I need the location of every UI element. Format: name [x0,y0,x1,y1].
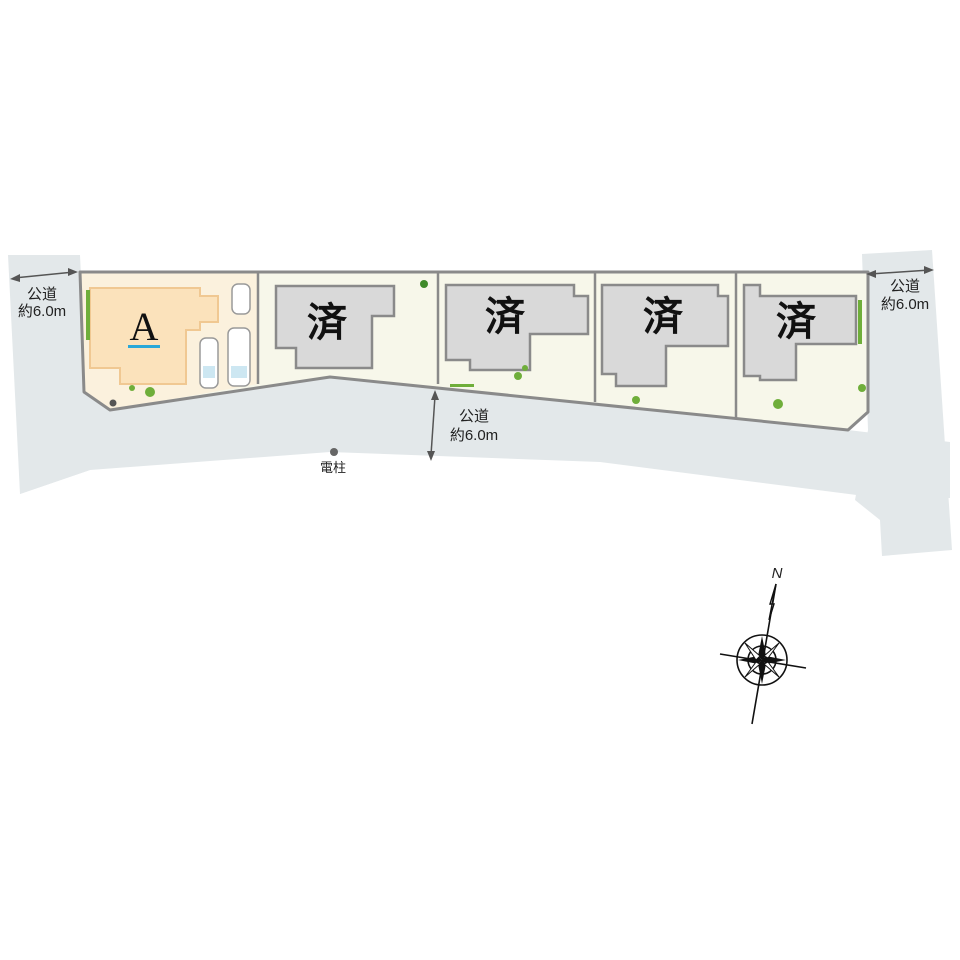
sold-label-1: 済 [307,299,348,346]
road-width-south: 公道 約6.0m [427,390,498,461]
site-boundary [78,270,870,432]
house-sold-3 [600,283,730,388]
road-west-line2: 約6.0m [18,303,66,320]
house-sold-2 [444,283,590,372]
road-east-line2: 約6.0m [881,296,929,313]
road-south [20,360,950,498]
sold-label-2: 済 [485,293,526,340]
lot-a-label: A [130,304,159,349]
house-a [89,287,219,385]
road-east-line1: 公道 [890,278,920,295]
utility-pole: 電柱 [320,448,346,475]
road-width-east: 公道 約6.0m [866,266,934,313]
house-sold-1 [274,284,396,370]
road-width-west: 公道 約6.0m [10,268,78,320]
landscaping [86,280,866,409]
compass-rose: N [719,565,807,725]
utility-pole-label: 電柱 [320,460,346,475]
road-east [855,250,952,556]
sold-label-4: 済 [776,298,817,345]
parking-cars [199,283,251,389]
lot-a-underline [128,345,160,348]
house-sold-4 [742,283,858,382]
compass-north-label: N [772,565,783,582]
road-west-line1: 公道 [27,286,57,303]
road-south-line2: 約6.0m [450,427,498,444]
road-south-line1: 公道 [459,408,489,425]
sold-label-3: 済 [643,293,684,340]
